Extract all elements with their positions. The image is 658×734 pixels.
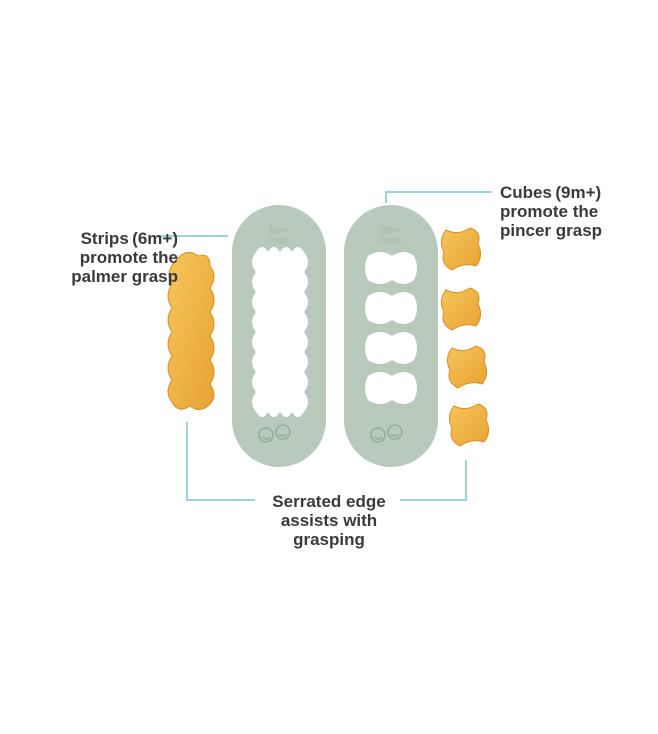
strip-cutter-logo bbox=[258, 424, 291, 443]
serrated-connector-right bbox=[400, 460, 467, 501]
strip-cutter-opening bbox=[252, 247, 308, 417]
cubes-callout-line-3: pincer grasp bbox=[500, 221, 603, 240]
strips-callout-line-1: Strips (6m+) bbox=[80, 229, 178, 248]
serrated-callout-line-2: assists with bbox=[280, 511, 378, 530]
cube-cutter-logo bbox=[370, 424, 403, 443]
food-cube-4 bbox=[448, 403, 490, 447]
food-cube-2 bbox=[440, 287, 482, 331]
cubes-callout-line-2: promote the bbox=[500, 202, 599, 221]
food-strip bbox=[167, 252, 215, 410]
strips-callout-line-2: promote the bbox=[79, 248, 178, 267]
food-cube-1 bbox=[440, 227, 482, 271]
cubes-callout: Cubes (9m+) promote the pincer grasp bbox=[500, 183, 650, 240]
serrated-callout-line-1: Serrated edge bbox=[272, 492, 386, 511]
cube-cutter-age: 9m+ bbox=[381, 225, 401, 236]
strips-callout-line-3: palmer grasp bbox=[71, 267, 178, 286]
food-cubes bbox=[440, 227, 490, 447]
cube-cutter-brand: Foods bbox=[380, 236, 402, 245]
cube-cutter-openings bbox=[365, 252, 417, 404]
serrated-callout: Serrated edge assists with grasping bbox=[244, 492, 414, 549]
cubes-connector bbox=[385, 191, 492, 203]
strips-callout: Strips (6m+) promote the palmer grasp bbox=[18, 229, 178, 286]
serrated-connector-left bbox=[186, 422, 255, 501]
strip-cutter-age: 6m+ bbox=[269, 225, 289, 236]
cubes-callout-line-1: Cubes (9m+) bbox=[500, 183, 602, 202]
connector-lines bbox=[156, 191, 492, 501]
serrated-callout-line-3: grasping bbox=[293, 530, 365, 549]
strip-cutter bbox=[232, 205, 326, 467]
cube-cutter bbox=[344, 205, 438, 467]
food-cube-3 bbox=[446, 345, 488, 389]
strip-cutter-brand: Foods bbox=[268, 236, 290, 245]
